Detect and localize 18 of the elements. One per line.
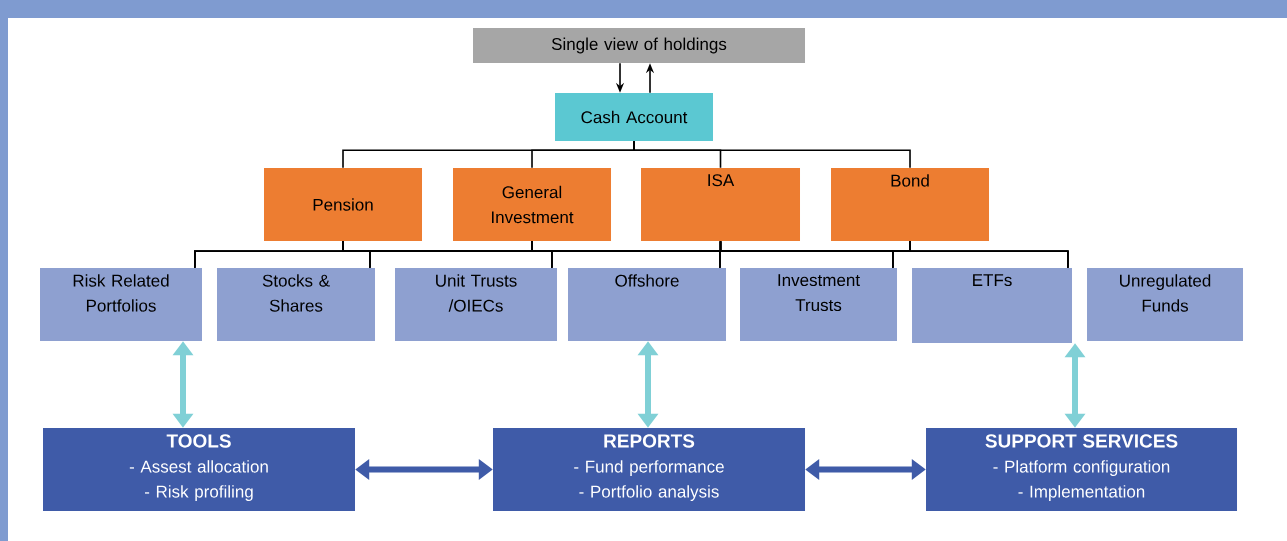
product-box: Investment Trusts [740,268,897,341]
summary-box: Single view of holdings [473,28,805,63]
service-box: SUPPORT SERVICES - Platform configuration - Implementation [926,428,1237,511]
product-box: Unregulated Funds [1087,268,1243,341]
product-box: Stocks & Shares [217,268,375,341]
product-box: Risk Related Portfolios [40,268,202,341]
connector-line [909,240,1069,269]
product-box: ETFs [912,268,1072,343]
connector-line [633,140,911,169]
wrapper-box: General Investment [453,168,611,241]
service-box: REPORTS - Fund performance - Portfolio analysis [493,428,805,511]
wrapper-box: Bond [831,168,989,241]
wrapper-box: ISA [641,168,800,241]
service-box: TOOLS - Assest allocation - Risk profiling [43,428,355,511]
wrapper-box: Pension [264,168,422,241]
product-box: Offshore [568,268,726,341]
product-box: Unit Trusts /OIECs [395,268,557,341]
account-box: Cash Account [555,93,713,141]
